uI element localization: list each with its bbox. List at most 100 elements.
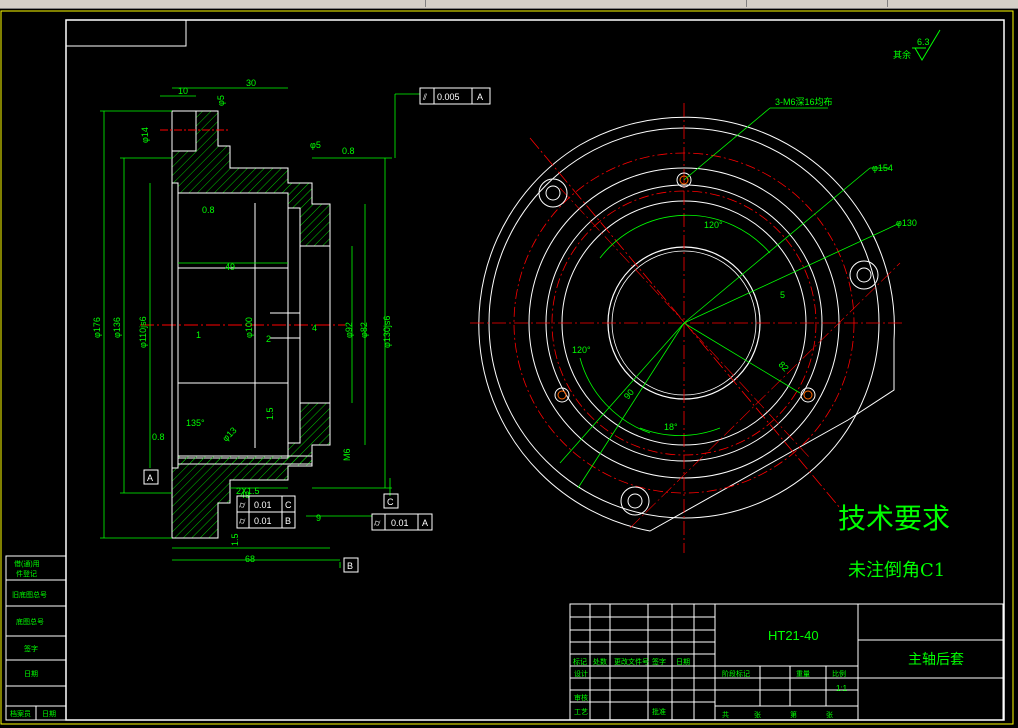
gdt-right: ⌭ 0.01 A — [371, 513, 433, 531]
svg-text:第: 第 — [790, 710, 797, 719]
gdt-symbol: ⫽ — [422, 92, 427, 102]
svg-text:B: B — [347, 561, 353, 571]
bolt-hole-inner — [856, 267, 872, 283]
svg-text:日期: 日期 — [24, 670, 38, 678]
top-bar-segment — [0, 0, 426, 7]
svg-text:A: A — [147, 473, 153, 483]
dia-label: φ154 — [872, 163, 893, 173]
gdt-datum: B — [285, 516, 291, 526]
dim-label: 2X1.5 — [236, 486, 260, 496]
dim-label: 68 — [245, 554, 255, 564]
top-bar-segment — [747, 0, 888, 7]
cad-drawing[interactable]: 10 30 φ14 φ5 φ5 0.8 0.8 0.8 49 49 68 9 4… — [0, 8, 1018, 728]
svg-text:件登记: 件登记 — [16, 569, 37, 578]
svg-text:底图总号: 底图总号 — [16, 617, 44, 626]
dim-label: φ136 — [112, 317, 122, 338]
tapped-hole-thread — [557, 390, 567, 400]
gdt-datum: A — [422, 518, 428, 528]
dim-label: φ13 — [220, 425, 238, 443]
svg-text:设计: 设计 — [574, 669, 588, 678]
dim-label: 4 — [312, 323, 317, 333]
dim-label: φ92 — [344, 322, 354, 338]
dim-label: φ110js6 — [138, 316, 148, 348]
sheet-border — [0, 10, 1014, 725]
gdt-value: 0.01 — [254, 516, 272, 526]
roughness-label: 0.8 — [342, 146, 355, 156]
svg-text:日期: 日期 — [42, 710, 56, 718]
scale-value: 1:1 — [836, 684, 848, 693]
svg-text:审核: 审核 — [574, 693, 588, 702]
angle-label: 18° — [664, 422, 678, 432]
section-dimensions — [100, 87, 420, 568]
gdt-symbol: ⌭ — [239, 500, 246, 510]
tech-requirements-note: 未注倒角C1 — [848, 560, 945, 581]
tapped-hole — [800, 387, 816, 403]
gdt-value: 0.005 — [437, 92, 460, 102]
svg-text:签字: 签字 — [652, 657, 666, 666]
section-view — [140, 110, 345, 539]
window-top-bar — [0, 0, 1018, 9]
left-side-block — [5, 555, 67, 721]
diagonal-centerline — [629, 262, 901, 529]
roughness-label: 0.8 — [152, 432, 165, 442]
gdt-symbol: ⌭ — [239, 516, 246, 526]
dim-label: 9 — [316, 513, 321, 523]
svg-text:重量: 重量 — [796, 670, 810, 678]
svg-text:张: 张 — [826, 710, 833, 719]
svg-text:处数: 处数 — [593, 657, 607, 666]
gdt-mid: ⌭ 0.01 C ⌭ 0.01 B — [236, 495, 296, 529]
dim-label: 1 — [196, 330, 201, 340]
angle-label: 120° — [572, 345, 591, 355]
datum-b: B — [343, 557, 359, 573]
bolt-hole-inner — [627, 493, 643, 509]
bolt-hole — [538, 178, 568, 208]
dim-label: φ82 — [359, 322, 369, 338]
roughness-label: 其余 — [893, 49, 911, 60]
bolt-hole — [849, 260, 879, 290]
dim-label: 2 — [266, 334, 271, 344]
diagonal-centerline — [559, 187, 811, 459]
dim-label: 135° — [186, 418, 205, 428]
dim-label: 30 — [246, 78, 256, 88]
roughness-value: 6.3 — [917, 37, 930, 47]
svg-text:旧底图总号: 旧底图总号 — [12, 590, 47, 599]
dim-label: 90 — [622, 387, 636, 401]
dim-label: 10 — [178, 86, 188, 96]
gdt-datum: C — [285, 500, 292, 510]
angle-label: 120° — [704, 220, 723, 230]
dim-label: 1.5 — [230, 533, 240, 546]
gdt-value: 0.01 — [391, 518, 409, 528]
svg-text:比例: 比例 — [832, 669, 846, 678]
bolt-hole — [620, 486, 650, 516]
svg-text:共: 共 — [722, 710, 729, 719]
diagonal-centerline — [529, 137, 841, 509]
dim-label: φ130js6 — [382, 316, 392, 348]
svg-text:C: C — [387, 497, 394, 507]
svg-text:档案员: 档案员 — [10, 709, 31, 718]
tapped-hole — [676, 172, 692, 188]
svg-text:批准: 批准 — [652, 707, 666, 716]
thread-hatch — [177, 455, 313, 465]
drawing-number: HT21-40 — [768, 628, 819, 643]
dim-label: 49 — [225, 262, 235, 272]
hole-note: 3-M6深16均布 — [775, 96, 833, 107]
tapped-hole — [554, 387, 570, 403]
gdt-value: 0.01 — [254, 500, 272, 510]
dim-label: φ176 — [92, 317, 102, 338]
dim-label: φ5 — [310, 140, 321, 150]
dim-label: 82 — [777, 359, 791, 373]
svg-text:签字: 签字 — [24, 644, 38, 653]
tapped-hole-thread — [803, 390, 813, 400]
dim-label: 1.5 — [265, 407, 275, 420]
dia-label: φ130 — [896, 218, 917, 228]
tapped-hole-thread — [679, 175, 689, 185]
front-dimensions — [559, 107, 901, 489]
svg-text:工艺: 工艺 — [574, 708, 588, 716]
svg-text:日期: 日期 — [676, 658, 690, 666]
datum-a: A — [143, 469, 159, 485]
tech-requirements-title: 技术要求 — [838, 502, 950, 535]
dim-label: φ100 — [244, 317, 254, 338]
front-view — [470, 103, 905, 553]
dim-label: 49 — [240, 490, 250, 500]
svg-text:张: 张 — [754, 710, 761, 719]
